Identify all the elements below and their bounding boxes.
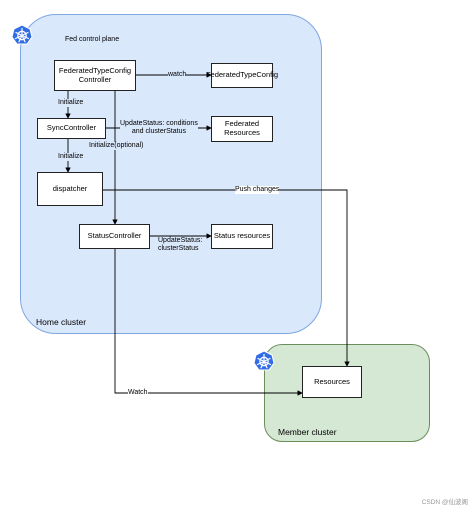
fed-control-plane-label: Fed control plane (65, 36, 120, 43)
home-cluster-label: Home cluster (36, 317, 87, 327)
edge-label-initialize: Initialize (58, 153, 84, 162)
edge-watch-member (114, 247, 303, 396)
federated-type-config-box: FederatedTypeConfig (206, 63, 278, 88)
ftc-controller-box: FederatedTypeConfig Controller (54, 60, 136, 91)
edge-label-initialize: Initialize (58, 99, 84, 108)
status-resources-box: Status resources (211, 224, 273, 249)
resources-box: Resources (302, 366, 362, 398)
edge-label-update-status-cluster: UpdateStatus: clusterStatus (158, 237, 203, 254)
kubernetes-icon (11, 24, 33, 45)
edge-push-changes (103, 189, 350, 367)
edge-label-watch: watch (168, 71, 187, 80)
edge-label-initialize-optional: Initialize(optional) (89, 142, 144, 151)
kubernetes-icon (253, 350, 275, 371)
member-cluster-label: Member cluster (278, 427, 337, 437)
sync-controller-box: SyncController (37, 118, 106, 139)
status-controller-box: StatusController (79, 224, 150, 249)
edge-label-push-changes: Push changes (235, 186, 280, 195)
edge-label-update-status-conditions: UpdateStatus: conditions and clusterStat… (120, 120, 198, 137)
watermark: CSDN @仙波阁 (421, 499, 468, 506)
dispatcher-box: dispatcher (37, 172, 103, 206)
edge-label-watch-member: Watch (128, 389, 148, 398)
federated-resources-box: Federated Resources (211, 116, 273, 142)
